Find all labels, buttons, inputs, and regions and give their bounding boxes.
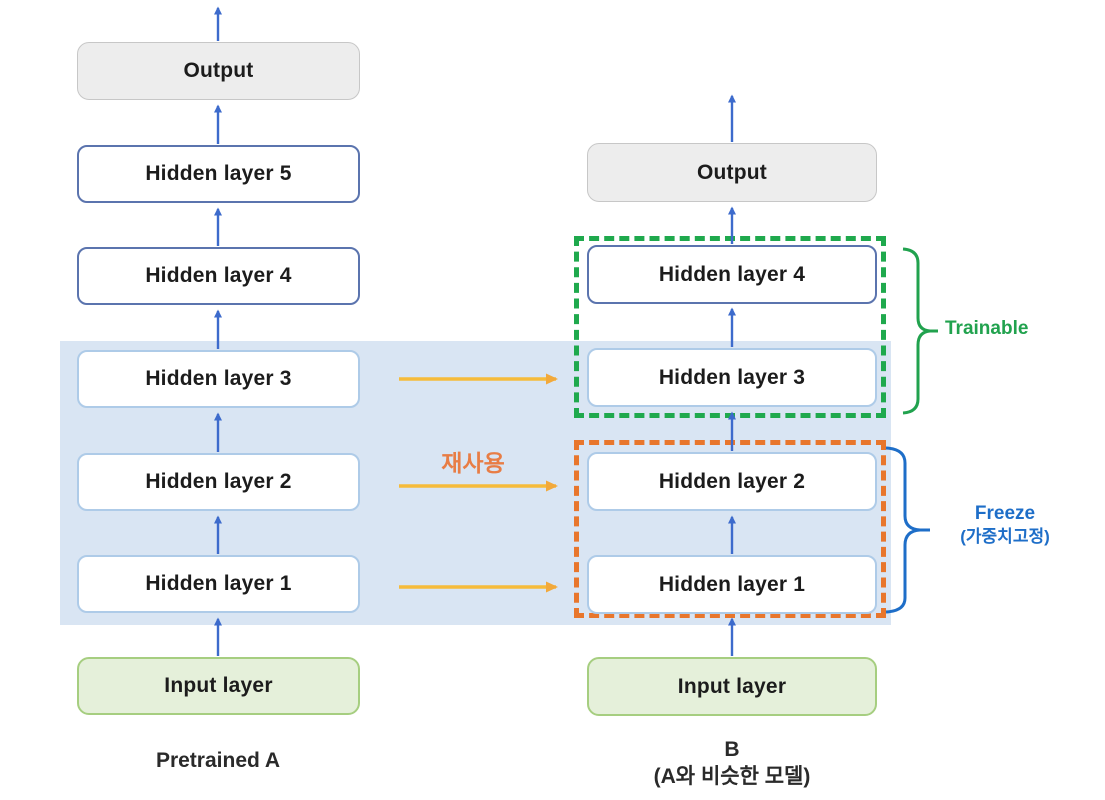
- node-left-hidden-5: Hidden layer 5: [77, 145, 360, 203]
- reuse-label: 재사용: [441, 450, 505, 476]
- node-right-output: Output: [587, 143, 877, 202]
- freeze-label: Freeze (가중치고정): [935, 502, 1075, 548]
- trainable-label: Trainable: [945, 318, 1029, 339]
- node-left-hidden-3: Hidden layer 3: [77, 350, 360, 408]
- caption-model-b-line1: B: [724, 738, 740, 761]
- node-left-hidden-4: Hidden layer 4: [77, 247, 360, 305]
- caption-model-b-line2: (A와 비슷한 모델): [653, 765, 811, 788]
- node-right-hidden-3: Hidden layer 3: [587, 348, 877, 407]
- node-left-output: Output: [77, 42, 360, 100]
- node-left-hidden-2: Hidden layer 2: [77, 453, 360, 511]
- node-right-hidden-4: Hidden layer 4: [587, 245, 877, 304]
- node-left-hidden-1: Hidden layer 1: [77, 555, 360, 613]
- node-left-input: Input layer: [77, 657, 360, 715]
- node-right-input: Input layer: [587, 657, 877, 716]
- freeze-brace: [885, 446, 930, 614]
- caption-model-b: B (A와 비슷한 모델): [582, 736, 882, 790]
- freeze-label-line2: (가중치고정): [960, 527, 1050, 546]
- freeze-label-line1: Freeze: [974, 503, 1036, 524]
- node-right-hidden-2: Hidden layer 2: [587, 452, 877, 511]
- trainable-brace: [902, 247, 938, 415]
- node-right-hidden-1: Hidden layer 1: [587, 555, 877, 614]
- caption-pretrained-a: Pretrained A: [155, 749, 281, 772]
- freeze-group-box: [574, 440, 886, 618]
